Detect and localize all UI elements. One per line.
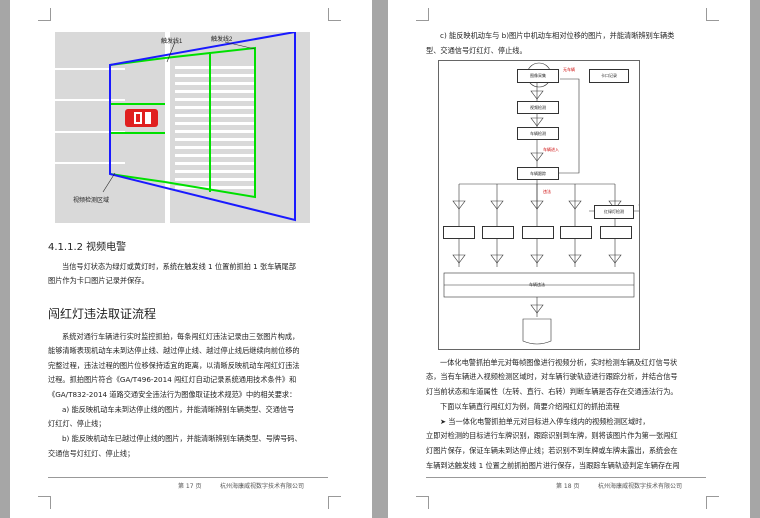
flow-node-violation: 车辆违法 — [529, 281, 545, 287]
paragraph-line: 图片作为卡口图片记录并保存。 — [48, 276, 149, 285]
flow-node-box — [560, 226, 592, 239]
paragraph-line: 系统对通行车辆进行实时监控抓拍，每条闯红灯违法记录由三张图片构成， — [62, 332, 300, 341]
trigger1-pointer — [166, 41, 176, 63]
road-background — [55, 32, 310, 223]
section-heading-flow: 闯红灯违法取证流程 — [48, 307, 157, 321]
paragraph-line: 立即对检测的目标进行车牌识别，跟踪识别到车牌，则将该图片作为第一张闯红 — [426, 431, 678, 440]
crop-mark — [416, 496, 429, 509]
crop-mark — [706, 496, 719, 509]
crop-mark — [416, 8, 429, 21]
paragraph-line: 交通信号灯红灯、停止线； — [48, 449, 135, 458]
paragraph-line: c) 能反映机动车与 b)图片中机动车相对位移的图片，并能清晰辨别车辆类 — [440, 31, 675, 40]
flow-node-checkpoint: 卡口记录 — [589, 69, 629, 83]
red-car-icon — [125, 109, 158, 127]
footer-company: 杭州海康威视数字技术有限公司 — [598, 483, 683, 490]
paragraph-line: 一体化电警抓拍单元对每帧图像进行视频分析，实时检测车辆及红灯信号状 — [440, 358, 678, 367]
crosswalk — [175, 66, 255, 189]
flow-red-label: 无车辆 — [563, 67, 575, 72]
lane-markings — [55, 68, 125, 164]
trigger2-pointer — [224, 41, 256, 50]
paragraph-line: 过程。抓拍图片符合《GA/T496-2014 闯红灯自动记录系统通用技术条件》和 — [48, 375, 297, 384]
paragraph-line: ➤ 当一体化电警抓拍单元对目标进入停车线内的视频检测区域时， — [440, 417, 650, 426]
paragraph-line: a) 能反映机动车未到达停止线的图片，并能清晰辨别车辆类型、交通信号 — [62, 405, 295, 414]
video-detection-diagram: 触发线1 触发线2 视频检测区域 — [55, 32, 310, 223]
paragraph-line: 《GA/T832-2014 道路交通安全违法行为图像取证技术规范》中的相关要求： — [48, 390, 297, 399]
paragraph-line: 灯当前状态和车道属性（左转、直行、右转）判断车辆是否存在交通违法行为。 — [426, 387, 678, 396]
paragraph-line: 完整过程，违法过程的图片位移保持适宜的距离，以清晰反映机动车闯红灯违法 — [48, 361, 300, 370]
flow-node-box — [600, 226, 632, 239]
crop-mark — [38, 496, 51, 509]
paragraph-line: 型、交通信号灯红灯、停止线。 — [426, 46, 527, 55]
flowchart-frame: 图像采集 卡口记录 视频检测 车辆检测 车辆跟踪 红绿灯检测 车辆违法 无车辆 … — [438, 60, 640, 350]
flow-node-vehicle-tracking: 车辆跟踪 — [517, 167, 559, 180]
paragraph-line: 车辆到达触发线 1 位置之前抓拍图片进行保存，当跟踪车辆轨迹判定车辆存在闯 — [426, 461, 680, 470]
flow-node-signal-detection: 红绿灯检测 — [594, 205, 634, 219]
paragraph-line: 下面以车辆直行闯红灯为例，简要介绍闯红灯的抓拍流程 — [440, 402, 620, 411]
trigger1-label: 触发线1 — [161, 37, 183, 45]
footer-page-number: 第 17 页 — [178, 483, 202, 490]
zone-pointer — [102, 172, 116, 193]
paragraph-line: 能够清晰表现机动车未到达停止线、越过停止线、越过停止线后继续向前位移的 — [48, 346, 300, 355]
paragraph-line: 态，当有车辆进入视频检测区域时，对车辆行驶轨迹进行跟踪分析，并结合信号 — [426, 372, 678, 381]
flow-red-label: 违法 — [543, 189, 551, 194]
paragraph-line: 灯图片保存，保证车辆未到达停止线；若识别不到车牌或车牌未露出，系统会在 — [426, 446, 678, 455]
paragraph-line: b) 能反映机动车已越过停止线的图片，并能清晰辨别车辆类型、号牌号码、 — [62, 434, 302, 443]
section-heading-4-1-1-2: 4.1.1.2 视频电警 — [48, 242, 127, 253]
flow-red-label: 车辆进入 — [543, 147, 559, 152]
footer-page-number: 第 18 页 — [556, 483, 580, 490]
document-page-18: c) 能反映机动车与 b)图片中机动车相对位移的图片，并能清晰辨别车辆类 型、交… — [388, 0, 750, 518]
trigger2-label: 触发线2 — [211, 35, 233, 43]
footer-rule — [426, 477, 706, 478]
footer-company: 杭州海康威视数字技术有限公司 — [220, 483, 305, 490]
paragraph-line: 当信号灯状态为绿灯或黄灯时，系统在触发线 1 位置前抓拍 1 张车辆尾部 — [62, 262, 296, 271]
paragraph-line: 灯红灯、停止线； — [48, 419, 106, 428]
detection-zone-outline — [109, 32, 296, 222]
crop-mark — [38, 8, 51, 21]
document-page-17: 触发线1 触发线2 视频检测区域 4.1.1.2 视频电警 当信号灯状态为绿灯或… — [10, 0, 372, 518]
flow-node-box — [482, 226, 514, 239]
footer-rule — [48, 477, 328, 478]
crop-mark — [328, 496, 341, 509]
crop-mark — [328, 8, 341, 21]
flow-node-vehicle-detection: 车辆检测 — [517, 127, 559, 140]
flow-node-box — [522, 226, 554, 239]
stop-line — [165, 32, 170, 223]
crop-mark — [706, 8, 719, 21]
flow-node-box — [443, 226, 475, 239]
zone-label: 视频检测区域 — [73, 196, 109, 204]
flow-node-video-detection: 视频检测 — [517, 101, 559, 114]
flow-node-image-capture: 图像采集 — [517, 69, 559, 83]
